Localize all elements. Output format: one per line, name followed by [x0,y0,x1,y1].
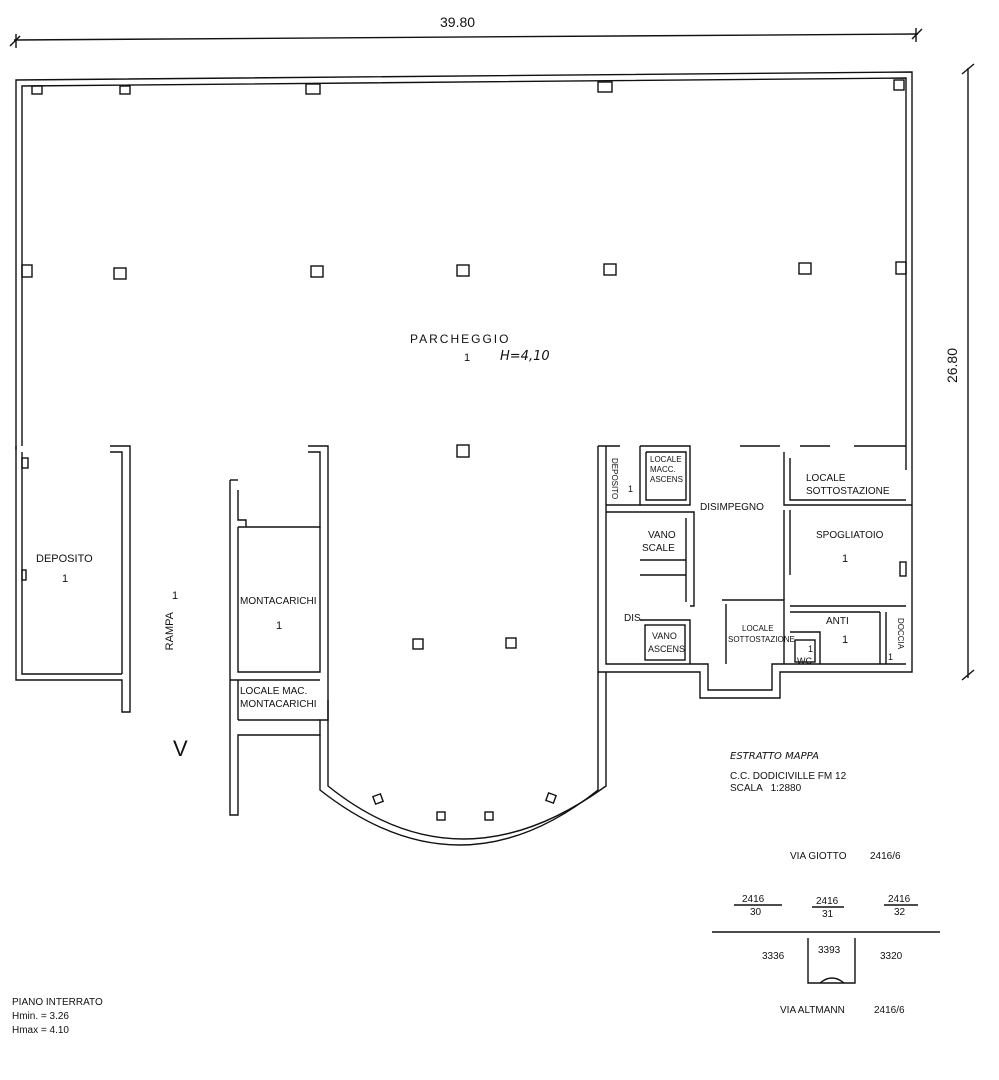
rampa-arrow: V [173,736,188,761]
wc-label: WC [797,656,812,666]
spogliatoio-number: 1 [842,553,849,565]
estratto-map-lines [712,904,940,984]
locale-sottostazione-small-line1: LOCALE [742,624,774,633]
parcel-31-den: 31 [822,909,834,920]
parcel-3320: 3320 [880,951,903,962]
rampa-label: RAMPA [164,612,176,651]
montacarichi-number: 1 [276,620,283,632]
estratto-line2: SCALA 1:2880 [730,783,802,794]
doccia-number: 1 [888,652,894,662]
locale-sottostazione-small-line2: SOTTOSTAZIONE [728,635,795,644]
anti-label: ANTI [826,616,849,627]
width-dimension-label: 39.80 [440,14,476,30]
locale-macc-ascens-line3: ASCENS [650,475,683,484]
locale-mac-montacarichi-line1: LOCALE MAC. [240,686,308,697]
deposito-small-number: 1 [628,484,634,494]
montacarichi-label: MONTACARICHI [240,596,317,607]
curved-bay-wall [319,672,607,846]
parcheggio-label: PARCHEGGIO [410,332,511,346]
street-bottom-label: VIA ALTMANN [780,1005,845,1016]
parcel-30-num: 2416 [742,894,765,905]
parcel-31-num: 2416 [816,896,839,907]
parcheggio-height: H=4,10 [500,349,550,364]
estratto-title: ESTRATTO MAPPA [730,751,819,762]
height-dimension-label: 26.80 [944,348,960,384]
vano-scale-line1: VANO [648,530,676,541]
street-bottom-ref: 2416/6 [874,1005,905,1016]
parcel-30-den: 30 [750,907,762,918]
legend-hmax: Hmax = 4.10 [12,1025,69,1036]
parcel-32-num: 2416 [888,894,911,905]
locale-sottostazione-top-line1: LOCALE [806,473,846,484]
parcel-3336: 3336 [762,951,785,962]
service-block-walls [597,445,913,699]
dimension-line-width [9,28,923,48]
parcel-32-den: 32 [894,907,906,918]
parcheggio-number: 1 [464,352,471,364]
estratto-line1: C.C. DODICIVILLE FM 12 [730,771,847,782]
locale-sottostazione-top-line2: SOTTOSTAZIONE [806,486,890,497]
legend-hmin: Hmin. = 3.26 [12,1011,69,1022]
disimpegno-label: DISIMPEGNO [700,502,764,513]
locale-mac-montacarichi-line2: MONTACARICHI [240,699,317,710]
vano-ascens-line2: ASCENS [648,644,686,654]
deposito-small-label: DEPOSITO [610,458,620,500]
deposito-left-walls [15,445,131,713]
dimension-line-height [961,63,975,681]
street-top-ref: 2416/6 [870,851,901,862]
legend-title: PIANO INTERRATO [12,997,103,1008]
deposito-left-label: DEPOSITO [36,553,93,565]
montacarichi-walls [229,445,329,816]
dis-label: DIS. [624,613,644,624]
structural-columns [113,262,812,821]
spogliatoio-label: SPOGLIATOIO [816,530,884,541]
vano-scale-line2: SCALE [642,543,675,554]
locale-macc-ascens-line1: LOCALE [650,455,682,464]
doccia-label: DOCCIA [896,618,906,650]
vano-ascens-line1: VANO [652,631,677,641]
outer-wall [15,71,913,470]
street-top-label: VIA GIOTTO [790,851,847,862]
parcel-3393: 3393 [818,945,841,956]
locale-macc-ascens-line2: MACC. [650,465,676,474]
rampa-mark: 1 [172,590,179,602]
wc-number: 1 [808,644,814,654]
deposito-left-number: 1 [62,573,69,585]
anti-number: 1 [842,634,849,646]
